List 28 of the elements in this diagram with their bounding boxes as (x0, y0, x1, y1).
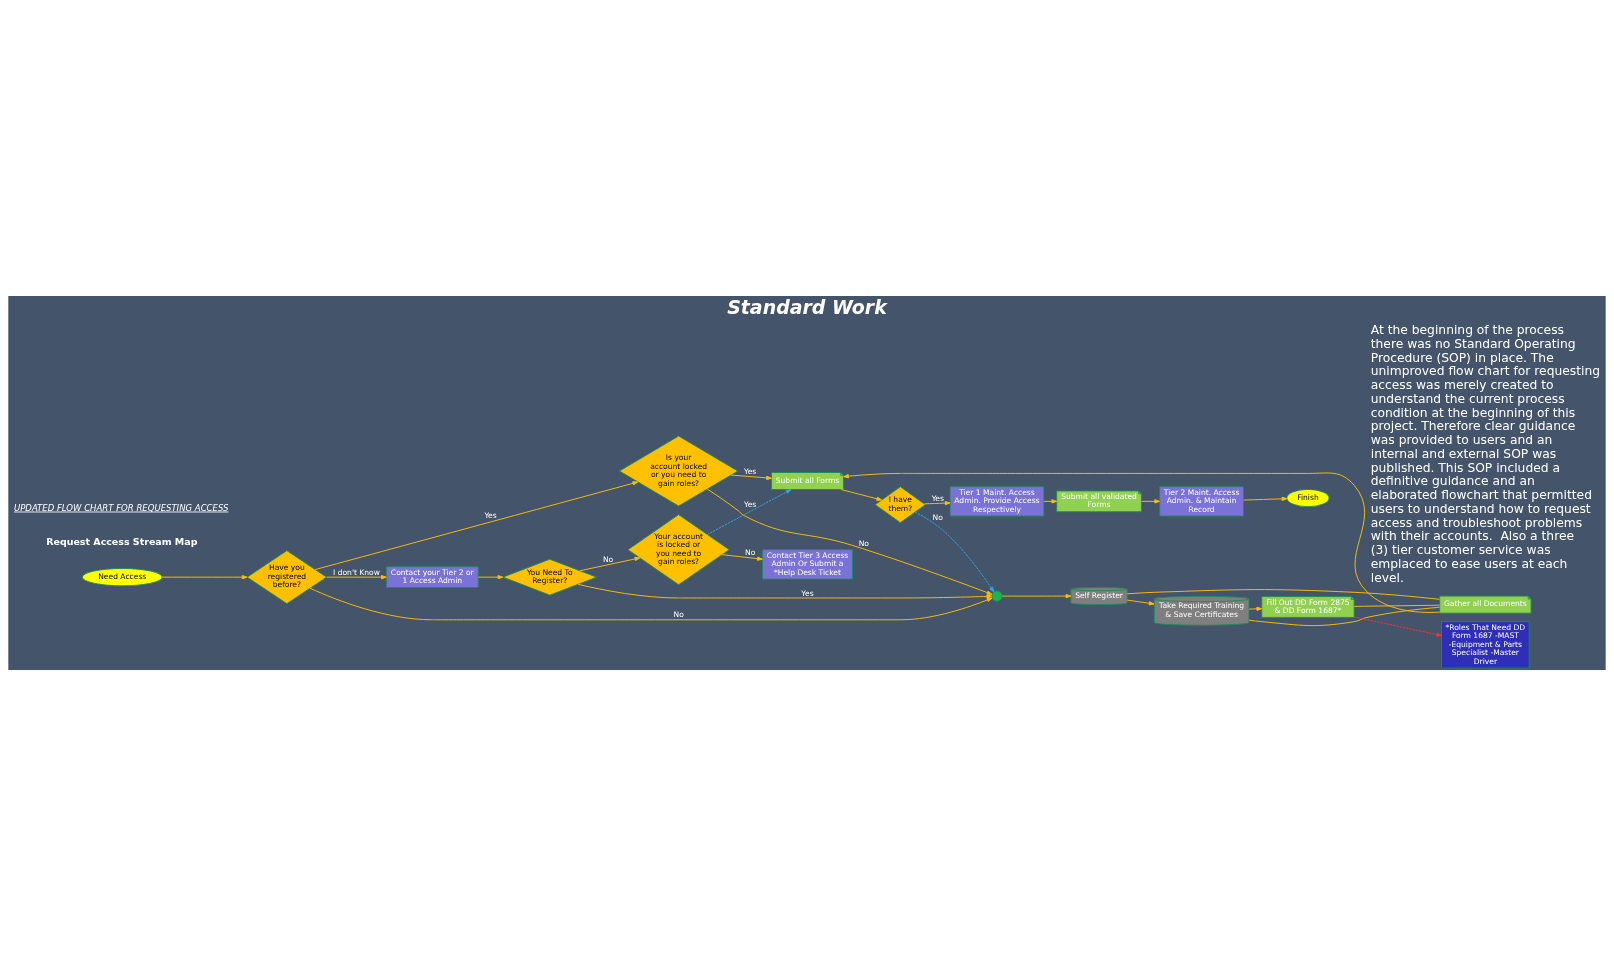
arrow (914, 511, 995, 593)
arrow (314, 481, 639, 571)
arrow (161, 575, 248, 580)
arrow (923, 501, 951, 506)
arrow (309, 587, 993, 621)
label: At the beginning of the process there was no Standard Operating Procedure (SOP) in place. The unimproved flow chart for requesting access was merely created to understand the current process condition at the beginning of this project. Therefore clear guidance was provided to users and an internal and external SOP was published. This SOP included a definitive guidance and an elaborated flowchart that permitted users to understand how to request access and troubleshoot problems with their accounts. Also a three (3) tier customer service was emplaced to ease users at each level. (1370, 323, 1601, 585)
arrow (579, 556, 641, 572)
arrow (1001, 593, 1072, 599)
arrow (1126, 599, 1155, 606)
node-circle (991, 590, 1003, 602)
connector (1248, 606, 1441, 627)
arrow (1141, 499, 1161, 504)
arrow (707, 488, 993, 595)
arrow (843, 472, 1440, 613)
arrow (1248, 606, 1263, 611)
arrow (730, 474, 772, 480)
arrow (1353, 616, 1442, 637)
arrow (707, 489, 792, 535)
label: UPDATED FLOW CHART FOR REQUESTING ACCESS (14, 502, 229, 513)
arrow (477, 575, 504, 580)
arrow (721, 554, 763, 561)
arrow (1243, 496, 1288, 501)
diagram-title: Standard Work (727, 296, 887, 319)
label: Request Access Stream Map (46, 535, 198, 547)
arrow (577, 583, 993, 599)
arrow (840, 489, 883, 501)
arrow (326, 575, 387, 580)
connector (1353, 604, 1440, 607)
